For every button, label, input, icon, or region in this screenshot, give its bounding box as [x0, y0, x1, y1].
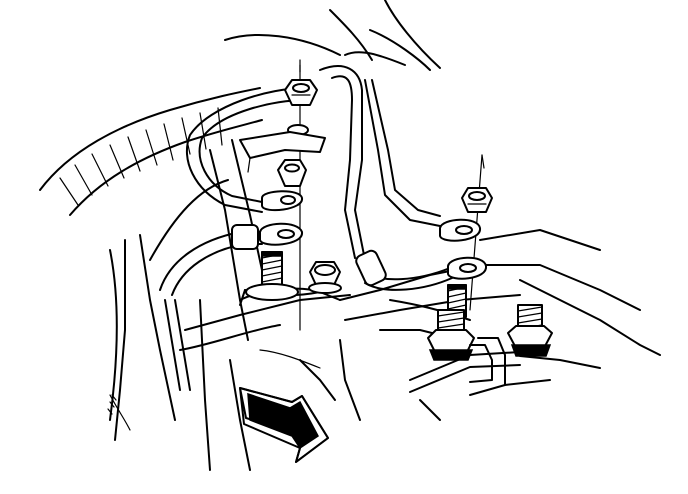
battery-post-left — [427, 309, 475, 361]
minor-marks — [107, 59, 485, 415]
right-nut — [461, 187, 493, 213]
ring-terminal-upper — [261, 190, 303, 212]
wire-harness — [149, 65, 453, 391]
right-stack — [439, 154, 493, 318]
direction-arrow — [239, 387, 329, 463]
right-ring-terminal-upper — [439, 218, 481, 242]
left-stud-base — [245, 283, 299, 301]
battery-post-right — [507, 304, 553, 357]
wire-sheath — [231, 224, 259, 250]
bracket-clip — [239, 131, 326, 173]
wire-connector-sleeve — [355, 249, 387, 287]
right-ring-terminal-lower — [447, 256, 487, 280]
engine-bay-background — [39, 0, 661, 471]
threaded-stud-left — [261, 251, 283, 293]
middle-nut — [277, 159, 307, 187]
upper-nut — [284, 79, 318, 106]
left-stack — [239, 64, 342, 331]
battery-posts — [409, 304, 601, 421]
hex-bolt — [308, 261, 342, 294]
ring-terminal-lower — [259, 222, 303, 246]
